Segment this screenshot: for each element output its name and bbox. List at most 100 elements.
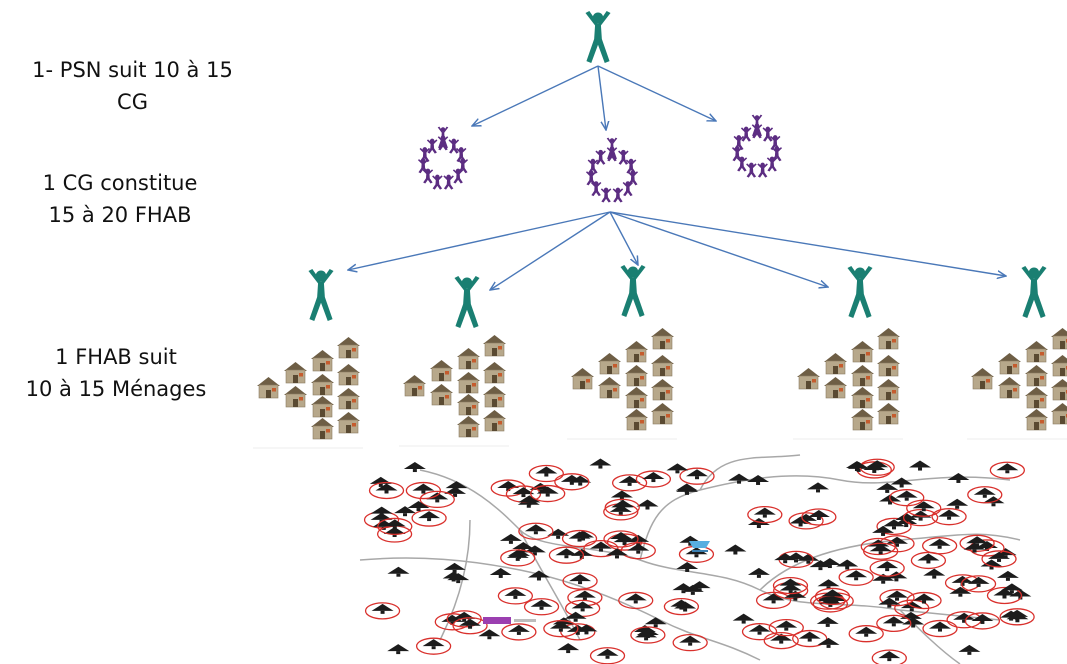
map-house-icon [871, 649, 907, 664]
house-icon [1051, 355, 1067, 377]
house-icon [998, 353, 1021, 375]
psn-person-icon [585, 11, 611, 64]
map-house-icon [964, 612, 1001, 630]
house-icon [337, 337, 360, 359]
map-house-icon [523, 598, 560, 616]
house-icon [877, 355, 900, 377]
house-icon [257, 377, 280, 399]
arrow-cg-to-fhab-3 [609, 211, 638, 265]
map-house-icon [415, 637, 452, 655]
label-fhab-line2: 10 à 15 Ménages [25, 377, 207, 401]
house-icon [625, 409, 648, 431]
map-house-icon [672, 583, 695, 594]
map-house-icon [688, 581, 711, 592]
house-icon [971, 368, 994, 390]
map-house-icon [672, 633, 708, 652]
cg-groups [417, 114, 783, 203]
fhab-person-icon-3 [620, 265, 646, 318]
map-house-icon [878, 597, 901, 608]
map-house-icon [554, 473, 590, 491]
house-icon [284, 362, 307, 384]
fhab-person-icon-4 [847, 266, 873, 319]
map-house-icon [447, 573, 470, 584]
map-house-icon [774, 553, 797, 564]
map-house-icon [732, 613, 755, 624]
cg-group-icon-1 [417, 126, 469, 190]
map-house-icon [836, 559, 859, 570]
arrow-cg-to-fhab-1 [348, 211, 611, 270]
map-house-icon [548, 546, 585, 564]
house-icon [1025, 341, 1048, 363]
map-house-icon [635, 470, 672, 488]
house-cluster-5 [967, 328, 1067, 440]
house-icon [457, 394, 480, 416]
map-house-icon [960, 575, 997, 593]
house-cluster-4 [793, 328, 903, 440]
map-house-icon [982, 496, 1005, 507]
map-legend-text-mark [514, 619, 536, 622]
map-house-icon [863, 542, 899, 560]
map-house-icon [387, 566, 410, 577]
house-icon [598, 377, 621, 399]
map-house-icon [407, 501, 430, 512]
map-house-icon [478, 629, 501, 640]
map-house-icon [838, 568, 874, 586]
map-house-icon [490, 479, 526, 497]
house-icon [337, 388, 360, 410]
map-house-icon [872, 525, 895, 536]
map-house-icon [603, 530, 639, 548]
map-house-icon [452, 617, 488, 635]
village-map [359, 454, 1035, 664]
label-cg-level: 1 CG constitue 15 à 20 FHAB [0, 167, 240, 231]
house-icon [311, 396, 334, 418]
house-icon [851, 365, 874, 387]
house-icon [797, 368, 820, 390]
map-house-icon [620, 542, 656, 560]
map-house-icon [890, 477, 913, 488]
arrows-group [348, 65, 1006, 290]
map-house-icon [792, 629, 828, 648]
map-house-icon [876, 482, 899, 493]
house-icon [598, 353, 621, 375]
map-house-icon [848, 625, 884, 643]
map-road [519, 529, 581, 641]
map-house-icon [889, 489, 925, 507]
map-house-icon [989, 461, 1025, 479]
map-house-icon [747, 505, 783, 524]
house-cluster-1 [253, 337, 363, 449]
map-house-icon [728, 473, 751, 484]
map-house-icon [530, 484, 566, 503]
map-house-icon [666, 463, 689, 474]
house-icon [651, 355, 674, 377]
house-icon [625, 365, 648, 387]
map-house-icon [931, 508, 967, 526]
house-cluster-2 [399, 335, 509, 447]
map-house-icon [611, 474, 648, 492]
map-house-icon [561, 529, 598, 548]
map-house-icon [946, 498, 969, 509]
house-icon [1025, 409, 1048, 431]
house-icon [1025, 365, 1048, 387]
houses-group [253, 328, 1067, 449]
map-house-icon [618, 591, 654, 610]
map-house-icon [768, 618, 804, 637]
map-road [639, 475, 1011, 561]
map-house-icon [784, 590, 807, 601]
map-house-icon [845, 461, 868, 472]
map-house-icon [910, 551, 947, 570]
map-house-icon [763, 631, 799, 650]
map-house-icon [679, 535, 702, 546]
house-icon [483, 335, 506, 357]
people-group [308, 11, 1047, 329]
map-house-icon [807, 482, 830, 493]
map-house-icon [947, 472, 970, 483]
map-house-icon [518, 522, 554, 540]
map-house-icon [879, 589, 915, 607]
map-house-icon [635, 630, 658, 641]
map-house-icon [679, 467, 715, 485]
map-house-icon [527, 570, 550, 581]
map-house-icon [377, 517, 413, 536]
fhab-person-icon-2 [454, 276, 480, 329]
house-icon [824, 353, 847, 375]
